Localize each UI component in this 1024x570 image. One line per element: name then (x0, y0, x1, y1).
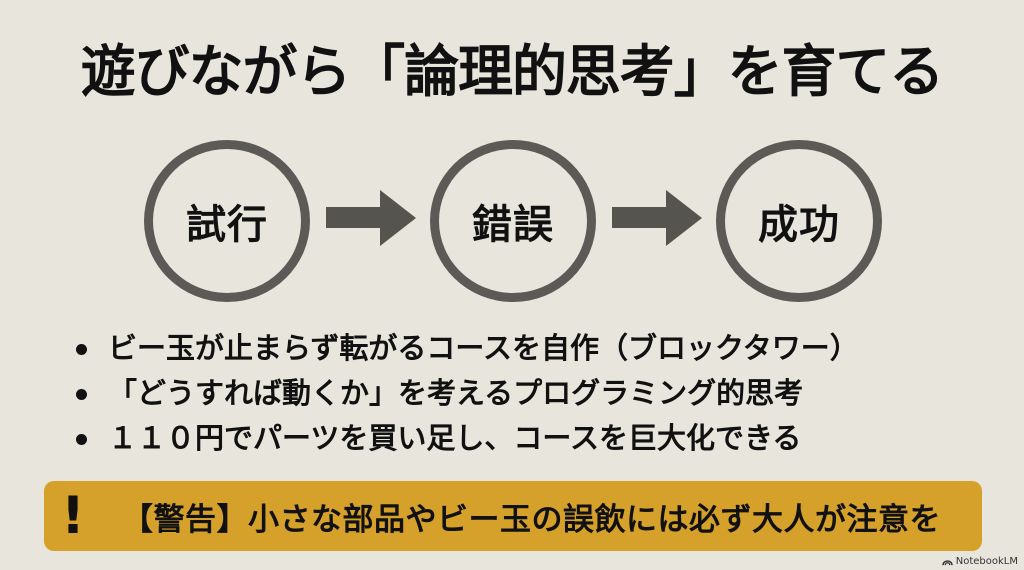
warning-banner: ! 【警告】小さな部品やビー玉の誤飲には必ず大人が注意を (44, 481, 982, 551)
bullet-text: １１０円でパーツを買い足し、コースを巨大化できる (108, 421, 802, 455)
step-circle-trial: 試行 (144, 140, 310, 302)
bullet-dot-icon (76, 389, 87, 400)
process-flow: 試行 錯誤 成功 (144, 140, 882, 302)
right-arrow-icon (326, 190, 418, 246)
branding: NotebookLM (942, 556, 1018, 567)
notebooklm-logo-icon (942, 560, 953, 566)
step-label: 錯誤 (472, 202, 554, 248)
bullet-list: ビー玉が止まらず転がるコースを自作（ブロックタワー） 「どうすれば動くか」を考え… (72, 326, 859, 461)
bullet-item: 「どうすれば動くか」を考えるプログラミング的思考 (72, 371, 859, 416)
bullet-item: ビー玉が止まらず転がるコースを自作（ブロックタワー） (72, 326, 859, 371)
right-arrow-icon (612, 190, 704, 246)
bullet-item: １１０円でパーツを買い足し、コースを巨大化できる (72, 416, 859, 461)
bullet-dot-icon (76, 434, 87, 445)
step-label: 試行 (186, 202, 268, 248)
exclamation-icon: ! (61, 486, 85, 546)
warning-text: 【警告】小さな部品やビー玉の誤飲には必ず大人が注意を (122, 501, 941, 538)
step-circle-success: 成功 (716, 140, 882, 302)
bullet-text: 「どうすれば動くか」を考えるプログラミング的思考 (108, 376, 804, 410)
bullet-text: ビー玉が止まらず転がるコースを自作（ブロックタワー） (108, 331, 859, 365)
branding-label: NotebookLM (955, 556, 1018, 567)
bullet-dot-icon (76, 344, 87, 355)
step-circle-error: 錯誤 (430, 140, 596, 302)
step-label: 成功 (758, 202, 840, 248)
slide-title: 遊びながら「論理的思考」を育てる (80, 40, 944, 105)
